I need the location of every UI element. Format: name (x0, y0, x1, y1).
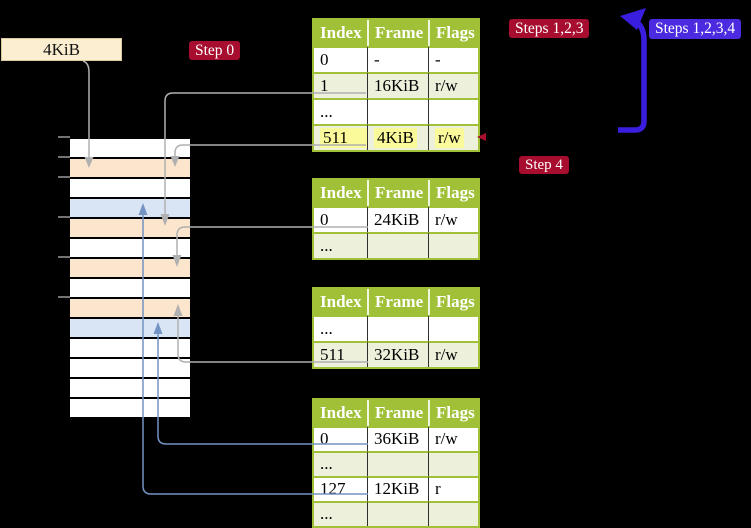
memory-row-10-free (70, 337, 190, 357)
memory-row-1-page-table (70, 157, 190, 177)
frame-4kib-label: 4KiB (1, 38, 122, 61)
memory-tick-marks (58, 136, 70, 298)
physical-memory-stack (70, 137, 190, 419)
l4-r1-frame: 16KiB (367, 72, 428, 98)
memory-row-13-free (70, 397, 190, 417)
l1-r2-flags: r (428, 476, 478, 501)
l1-r3-flags (428, 501, 478, 526)
badge-step4: Step 4 (519, 156, 569, 174)
l2-r0-index: ... (314, 315, 367, 341)
memory-row-11-free (70, 357, 190, 377)
l4-r0-index: 0 (314, 46, 367, 72)
l4-r0-frame: - (367, 46, 428, 72)
badge-step0: Step 0 (189, 41, 241, 60)
l2-r0-frame (367, 315, 428, 341)
col-header-frame: Frame (367, 400, 428, 426)
l3-r1-frame (367, 232, 428, 258)
badge-steps-123: Steps 1,2,3 (509, 19, 590, 38)
col-header-frame: Frame (367, 180, 428, 206)
page-table-level2: Index Frame Flags ... 511 32KiB r/w (312, 287, 480, 369)
memory-row-0-free (70, 137, 190, 157)
l1-r2-index: 127 (314, 476, 367, 501)
memory-row-4-page-table (70, 217, 190, 237)
l4-r3-frame: 4KiB (367, 124, 428, 150)
col-header-index: Index (314, 180, 367, 206)
l1-r0-frame: 36KiB (367, 426, 428, 451)
col-header-frame: Frame (367, 20, 428, 46)
col-header-index: Index (314, 400, 367, 426)
memory-row-2-free (70, 177, 190, 197)
memory-row-12-free (70, 377, 190, 397)
memory-row-5-free (70, 237, 190, 257)
memory-row-9-mapped-page (70, 317, 190, 337)
memory-row-8-page-table (70, 297, 190, 317)
l2-r1-index: 511 (314, 341, 367, 367)
col-header-flags: Flags (428, 180, 478, 206)
page-table-level1: Index Frame Flags 0 36KiB r/w ... 127 12… (312, 398, 480, 528)
l1-r3-index: ... (314, 501, 367, 526)
l4-r0-flags: - (428, 46, 478, 72)
l4-r1-flags: r/w (428, 72, 478, 98)
l4-r3-flags: r/w (428, 124, 478, 150)
page-table-level4: Index Frame Flags 0 - - 1 16KiB r/w ... … (312, 18, 480, 152)
l1-r1-frame (367, 451, 428, 476)
memory-row-3-mapped-page (70, 197, 190, 217)
highlight-4kib: 4KiB (374, 128, 417, 148)
col-header-frame: Frame (367, 289, 428, 315)
l1-r2-frame: 12KiB (367, 476, 428, 501)
col-header-flags: Flags (428, 400, 478, 426)
l1-r0-flags: r/w (428, 426, 478, 451)
l2-r1-flags: r/w (428, 341, 478, 367)
memory-row-6-page-table (70, 257, 190, 277)
l1-r3-frame (367, 501, 428, 526)
highlight-rw: r/w (435, 128, 464, 148)
l4-r3-index: 511 (314, 124, 367, 150)
l3-r1-index: ... (314, 232, 367, 258)
l4-r2-flags (428, 98, 478, 124)
flow-loop-arrow (618, 8, 647, 133)
l4-r2-frame (367, 98, 428, 124)
highlight-511: 511 (320, 128, 367, 148)
col-header-index: Index (314, 20, 367, 46)
col-header-index: Index (314, 289, 367, 315)
l3-r0-flags: r/w (428, 206, 478, 232)
l2-r0-flags (428, 315, 478, 341)
l3-r0-frame: 24KiB (367, 206, 428, 232)
l3-r0-index: 0 (314, 206, 367, 232)
badge-steps-1234: Steps 1,2,3,4 (649, 19, 742, 39)
l1-r1-flags (428, 451, 478, 476)
l1-r1-index: ... (314, 451, 367, 476)
page-table-level3: Index Frame Flags 0 24KiB r/w ... (312, 178, 480, 260)
l1-r0-index: 0 (314, 426, 367, 451)
l2-r1-frame: 32KiB (367, 341, 428, 367)
col-header-flags: Flags (428, 289, 478, 315)
memory-row-7-free (70, 277, 190, 297)
l4-r1-index: 1 (314, 72, 367, 98)
col-header-flags: Flags (428, 20, 478, 46)
l4-r2-index: ... (314, 98, 367, 124)
l3-r1-flags (428, 232, 478, 258)
